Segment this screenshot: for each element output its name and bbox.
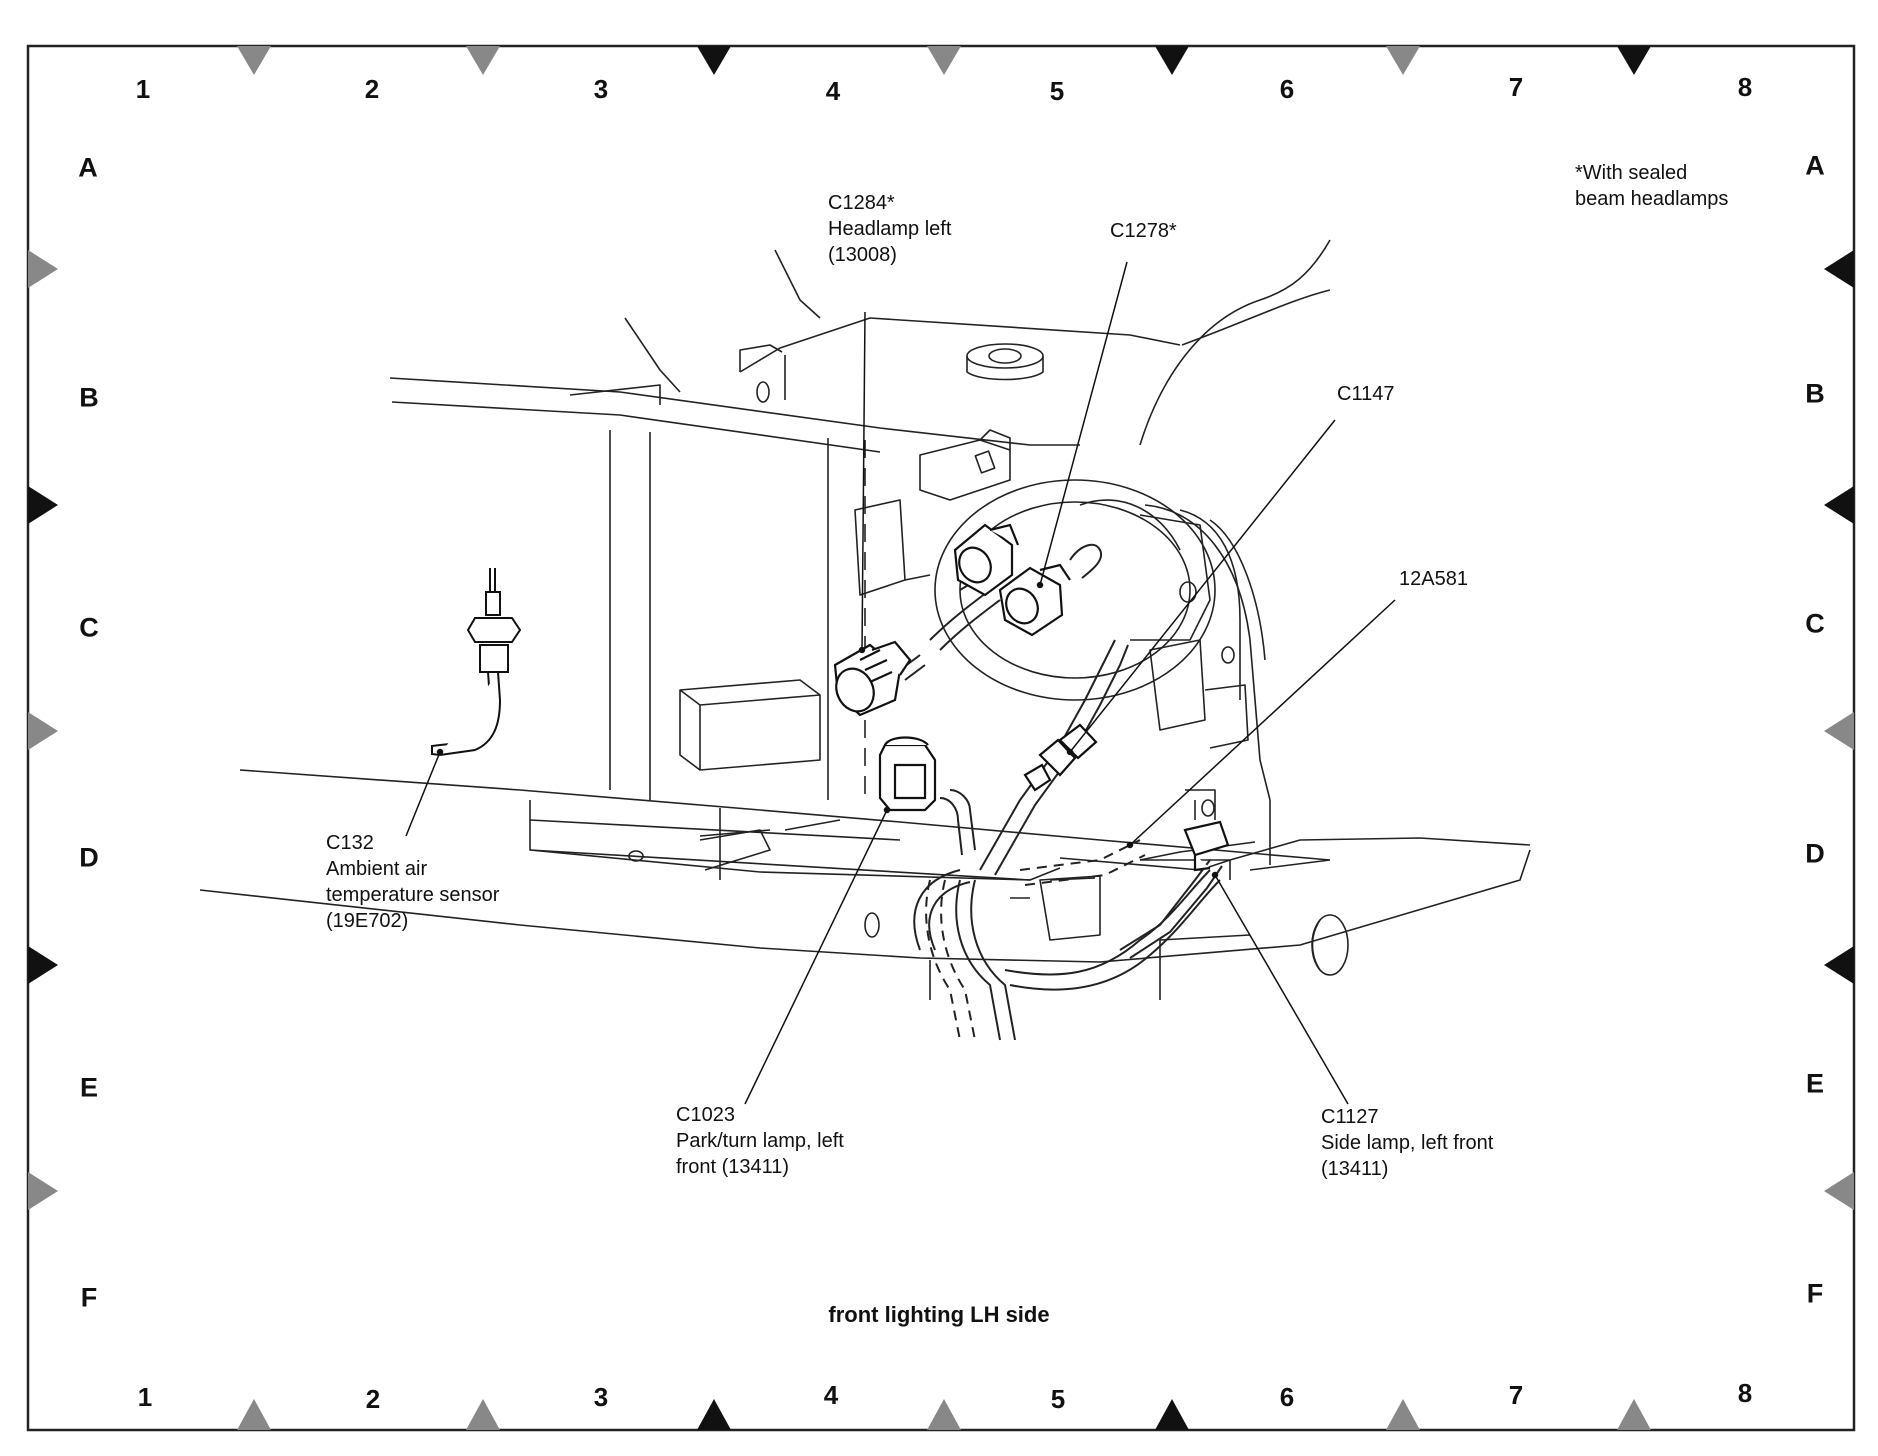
grid-col-5-top: 5	[1049, 76, 1065, 106]
callout-c1278-id: C1278*	[1110, 220, 1177, 242]
callout-c1147-id: C1147	[1337, 383, 1395, 405]
c1127-connector	[1183, 820, 1230, 872]
top-marker-2	[466, 46, 500, 75]
callout-12a581-id: 12A581	[1399, 568, 1468, 590]
grid-col-8-bottom: 8	[1737, 1378, 1753, 1408]
grid-row-a-right: A	[1805, 150, 1825, 181]
left-marker-5	[28, 1172, 58, 1210]
right-marker-3	[1824, 712, 1854, 750]
grid-row-d-right: D	[1805, 838, 1825, 869]
callout-c1127-id: C1127	[1321, 1106, 1379, 1128]
callout-c1284-desc: Headlamp left	[828, 218, 952, 240]
c1278-connector	[998, 563, 1071, 637]
grid-col-2-bottom: 2	[365, 1384, 381, 1414]
callout-c132-part: (19E702)	[326, 910, 409, 932]
left-marker-3	[28, 712, 58, 750]
callout-12a581: 12A581	[1399, 566, 1468, 592]
left-marker-4	[28, 946, 58, 984]
leader-lines	[405, 261, 1396, 1105]
right-marker-2	[1824, 486, 1854, 524]
bottom-marker-6	[1386, 1399, 1420, 1430]
grid-row-a-left: A	[78, 152, 98, 183]
top-marker-1	[237, 46, 271, 75]
grid-col-2-top: 2	[364, 74, 380, 104]
bottom-marker-7	[1617, 1399, 1651, 1430]
top-marker-6	[1386, 46, 1420, 75]
callout-c1284-part: (13008)	[828, 244, 897, 266]
callout-c1284: C1284* Headlamp left (13008)	[828, 190, 951, 268]
bottom-marker-4	[927, 1399, 961, 1430]
callout-c1023-id: C1023	[676, 1104, 735, 1126]
grid-col-5-bottom: 5	[1050, 1384, 1066, 1414]
callout-c1127: C1127 Side lamp, left front (13411)	[1321, 1104, 1493, 1182]
c1147-connector	[1023, 723, 1098, 792]
c1023-connector	[878, 736, 937, 812]
grid-col-1-top: 1	[135, 74, 151, 104]
grid-col-6-top: 6	[1279, 74, 1295, 104]
left-marker-2	[28, 486, 58, 524]
grid-row-c-left: C	[79, 612, 99, 643]
callout-c132: C132 Ambient air temperature sensor (19E…	[326, 830, 499, 934]
grid-col-8-top: 8	[1737, 72, 1753, 102]
top-marker-4	[927, 46, 961, 75]
right-marker-5	[1824, 1172, 1854, 1210]
callout-c1023: C1023 Park/turn lamp, left front (13411)	[676, 1102, 844, 1180]
right-marker-4	[1824, 946, 1854, 984]
bottom-marker-3	[697, 1399, 731, 1430]
left-marker-1	[28, 250, 58, 288]
bottom-marker-5	[1155, 1399, 1189, 1430]
note-line-2: beam headlamps	[1575, 188, 1729, 210]
grid-col-7-top: 7	[1508, 72, 1524, 102]
grid-row-b-right: B	[1805, 378, 1825, 409]
callout-c1023-desc-2: front (13411)	[676, 1156, 790, 1178]
grid-col-4-bottom: 4	[823, 1380, 839, 1410]
right-marker-1	[1824, 250, 1854, 288]
upper-connector-a	[953, 523, 1020, 597]
c1284-connector	[833, 640, 912, 717]
callout-c132-desc-2: temperature sensor	[326, 884, 500, 906]
grid-row-b-left: B	[79, 382, 99, 413]
grid-row-f-left: F	[80, 1282, 98, 1313]
grid-col-4-top: 4	[825, 76, 841, 106]
grid-row-e-left: E	[79, 1072, 99, 1103]
wiring-harness	[899, 543, 1223, 1041]
top-marker-7	[1617, 46, 1651, 75]
vehicle-structure	[199, 239, 1531, 1000]
diagram-caption: front lighting LH side	[828, 1302, 1050, 1327]
bottom-marker-1	[237, 1399, 271, 1430]
grid-row-f-right: F	[1806, 1278, 1824, 1309]
callout-c1127-desc: Side lamp, left front	[1321, 1132, 1494, 1154]
grid-col-3-bottom: 3	[593, 1382, 609, 1412]
ambient-air-temperature-sensor	[431, 568, 522, 756]
callout-c1023-desc-1: Park/turn lamp, left	[676, 1130, 844, 1152]
grid-col-1-bottom: 1	[137, 1382, 153, 1412]
callout-c132-desc-1: Ambient air	[326, 858, 428, 880]
grid-row-e-right: E	[1805, 1068, 1825, 1099]
connectors	[833, 523, 1230, 872]
callout-c1127-part: (13411)	[1321, 1158, 1389, 1180]
grid-col-3-top: 3	[593, 74, 609, 104]
top-marker-5	[1155, 46, 1189, 75]
top-marker-3	[697, 46, 731, 75]
grid-col-7-bottom: 7	[1508, 1380, 1524, 1410]
callout-c1278: C1278*	[1110, 218, 1177, 244]
grid-row-c-right: C	[1805, 608, 1825, 639]
grid-row-d-left: D	[79, 842, 99, 873]
grid-col-6-bottom: 6	[1279, 1382, 1295, 1412]
callout-c132-id: C132	[326, 832, 374, 854]
bottom-marker-2	[466, 1399, 500, 1430]
callout-c1284-id: C1284*	[828, 192, 895, 214]
frame-markers	[28, 46, 1854, 1430]
callout-c1147: C1147	[1337, 381, 1394, 407]
sealed-beam-note: *With sealed beam headlamps	[1575, 160, 1728, 212]
note-line-1: *With sealed	[1575, 162, 1688, 184]
